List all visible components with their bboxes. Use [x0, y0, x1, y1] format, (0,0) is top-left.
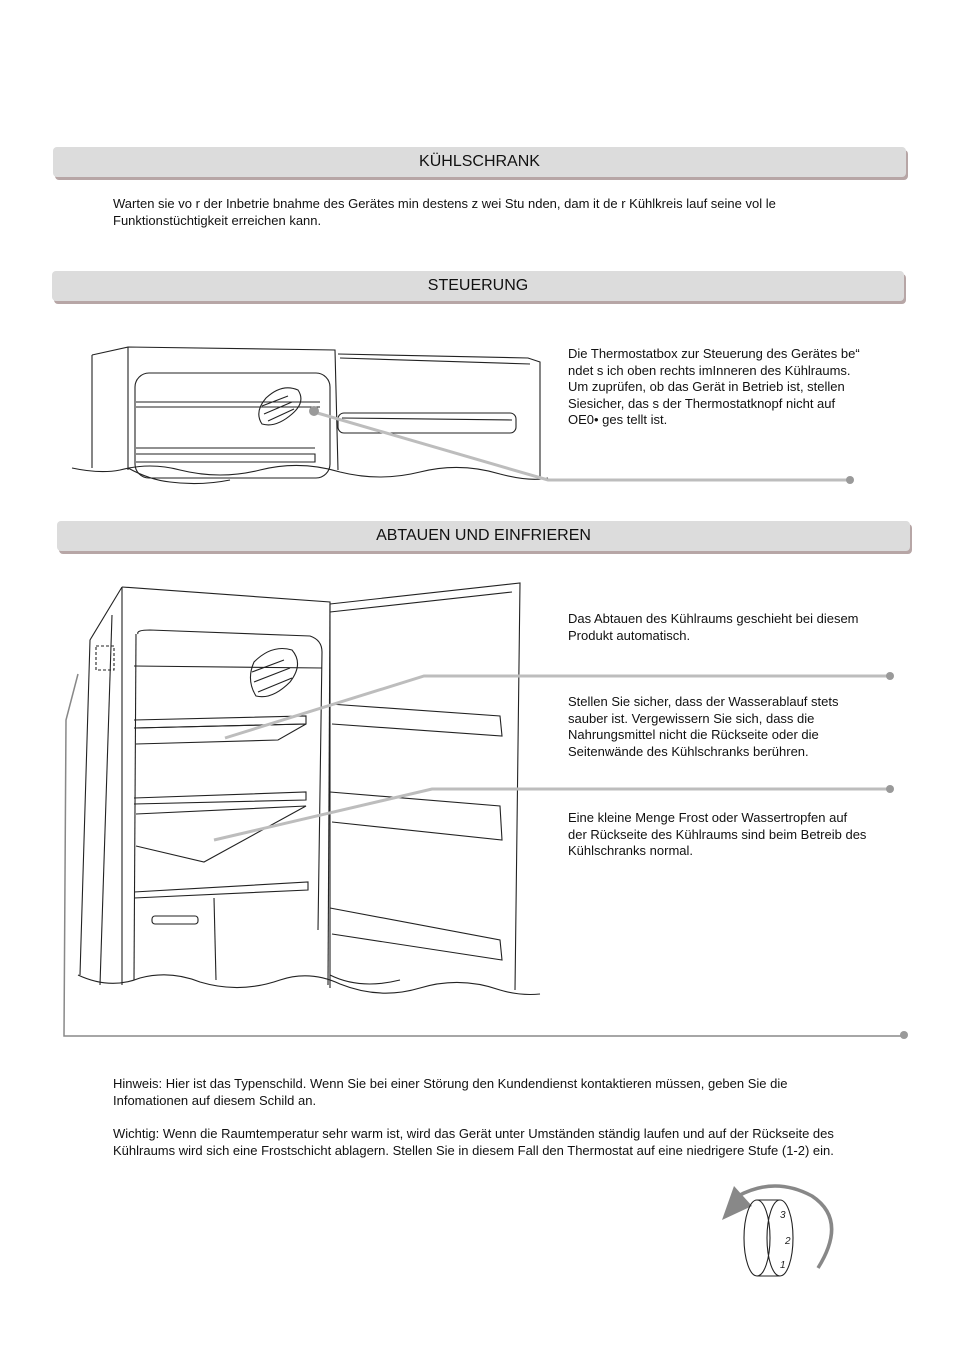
thermostat-description: Die Thermostatbox zur Steuerung des Gerä… — [568, 346, 860, 428]
thermostat-marker-icon — [309, 406, 319, 416]
open-fridge-illustration — [63, 582, 908, 1039]
callout-text-drain: Stellen Sie sicher, dass der Wasserablau… — [568, 694, 839, 759]
thermostat-dial-illustration: 3 2 1 — [722, 1184, 834, 1277]
section-title: KÜHLSCHRANK — [419, 153, 540, 170]
hinweis-note: Hinweis: Hier ist das Typenschild. Wenn … — [113, 1076, 788, 1108]
section-title: STEUERUNG — [427, 277, 529, 294]
section-header-abtauen: ABTAUEN UND EINFRIEREN — [57, 521, 910, 551]
section-header-steuerung: STEUERUNG — [52, 271, 904, 301]
wichtig-note: Wichtig: Wenn die Raumtemperatur sehr wa… — [113, 1126, 834, 1158]
section-title: ABTAUEN UND EINFRIEREN — [376, 527, 591, 544]
dial-label: 3 — [780, 1210, 786, 1221]
rotate-arrow-icon — [722, 1186, 752, 1220]
dial-label: 1 — [780, 1260, 786, 1271]
intro-paragraph: Warten sie vo r der Inbetrie bnahme des … — [113, 196, 776, 228]
dial-label: 2 — [784, 1236, 791, 1247]
callout-text-frost: Eine kleine Menge Frost oder Wassertropf… — [568, 810, 867, 859]
section-header-kuehlschrank: KÜHLSCHRANK — [53, 147, 906, 177]
fridge-top-illustration — [71, 346, 854, 485]
callout-text-defrost: Das Abtauen des Kühlraums geschieht bei … — [568, 611, 859, 643]
